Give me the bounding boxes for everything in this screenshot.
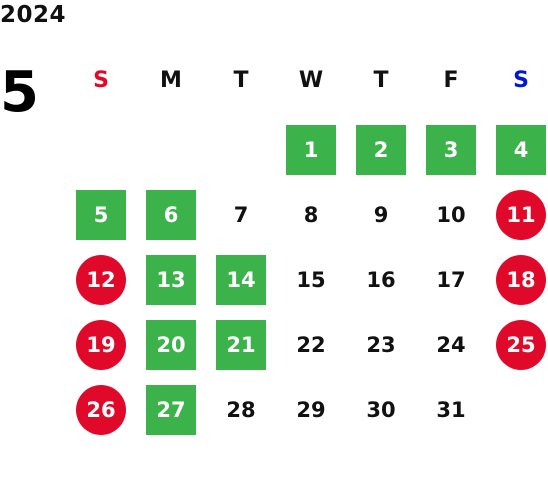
weekday-label: W bbox=[298, 68, 324, 93]
calendar-day[interactable]: 25 bbox=[496, 320, 546, 370]
calendar-day[interactable]: 16 bbox=[366, 268, 396, 292]
calendar-day[interactable]: 8 bbox=[303, 203, 319, 227]
calendar-day[interactable]: 24 bbox=[436, 333, 466, 357]
calendar-day[interactable]: 19 bbox=[76, 320, 126, 370]
calendar-day[interactable]: 5 bbox=[76, 190, 126, 240]
calendar-day[interactable]: 3 bbox=[426, 125, 476, 175]
calendar-day[interactable]: 29 bbox=[296, 398, 326, 422]
calendar-day[interactable]: 14 bbox=[216, 255, 266, 305]
calendar-day[interactable]: 12 bbox=[76, 255, 126, 305]
calendar-day[interactable]: 13 bbox=[146, 255, 196, 305]
calendar-day[interactable]: 27 bbox=[146, 385, 196, 435]
calendar-day[interactable]: 6 bbox=[146, 190, 196, 240]
calendar-day[interactable]: 9 bbox=[373, 203, 389, 227]
calendar-year: 2024 bbox=[0, 2, 67, 28]
weekday-label: M bbox=[160, 68, 182, 93]
calendar-day[interactable]: 4 bbox=[496, 125, 546, 175]
calendar-day[interactable]: 18 bbox=[496, 255, 546, 305]
calendar-day[interactable]: 22 bbox=[296, 333, 326, 357]
weekday-label: S bbox=[93, 68, 109, 93]
calendar-day[interactable]: 30 bbox=[366, 398, 396, 422]
calendar-day[interactable]: 20 bbox=[146, 320, 196, 370]
calendar-day[interactable]: 23 bbox=[366, 333, 396, 357]
calendar-day[interactable]: 17 bbox=[436, 268, 466, 292]
weekday-label: T bbox=[233, 68, 249, 93]
calendar-day[interactable]: 28 bbox=[226, 398, 256, 422]
calendar-day[interactable]: 10 bbox=[436, 203, 466, 227]
calendar-day[interactable]: 2 bbox=[356, 125, 406, 175]
weekday-label: F bbox=[443, 68, 459, 93]
calendar-day[interactable]: 11 bbox=[496, 190, 546, 240]
calendar-month: 5 bbox=[0, 60, 39, 125]
calendar-day[interactable]: 7 bbox=[233, 203, 249, 227]
calendar-day[interactable]: 15 bbox=[296, 268, 326, 292]
calendar-day[interactable]: 31 bbox=[436, 398, 466, 422]
calendar-day[interactable]: 21 bbox=[216, 320, 266, 370]
weekday-label: S bbox=[513, 68, 529, 93]
calendar-day[interactable]: 1 bbox=[286, 125, 336, 175]
calendar-day[interactable]: 26 bbox=[76, 385, 126, 435]
weekday-label: T bbox=[373, 68, 389, 93]
